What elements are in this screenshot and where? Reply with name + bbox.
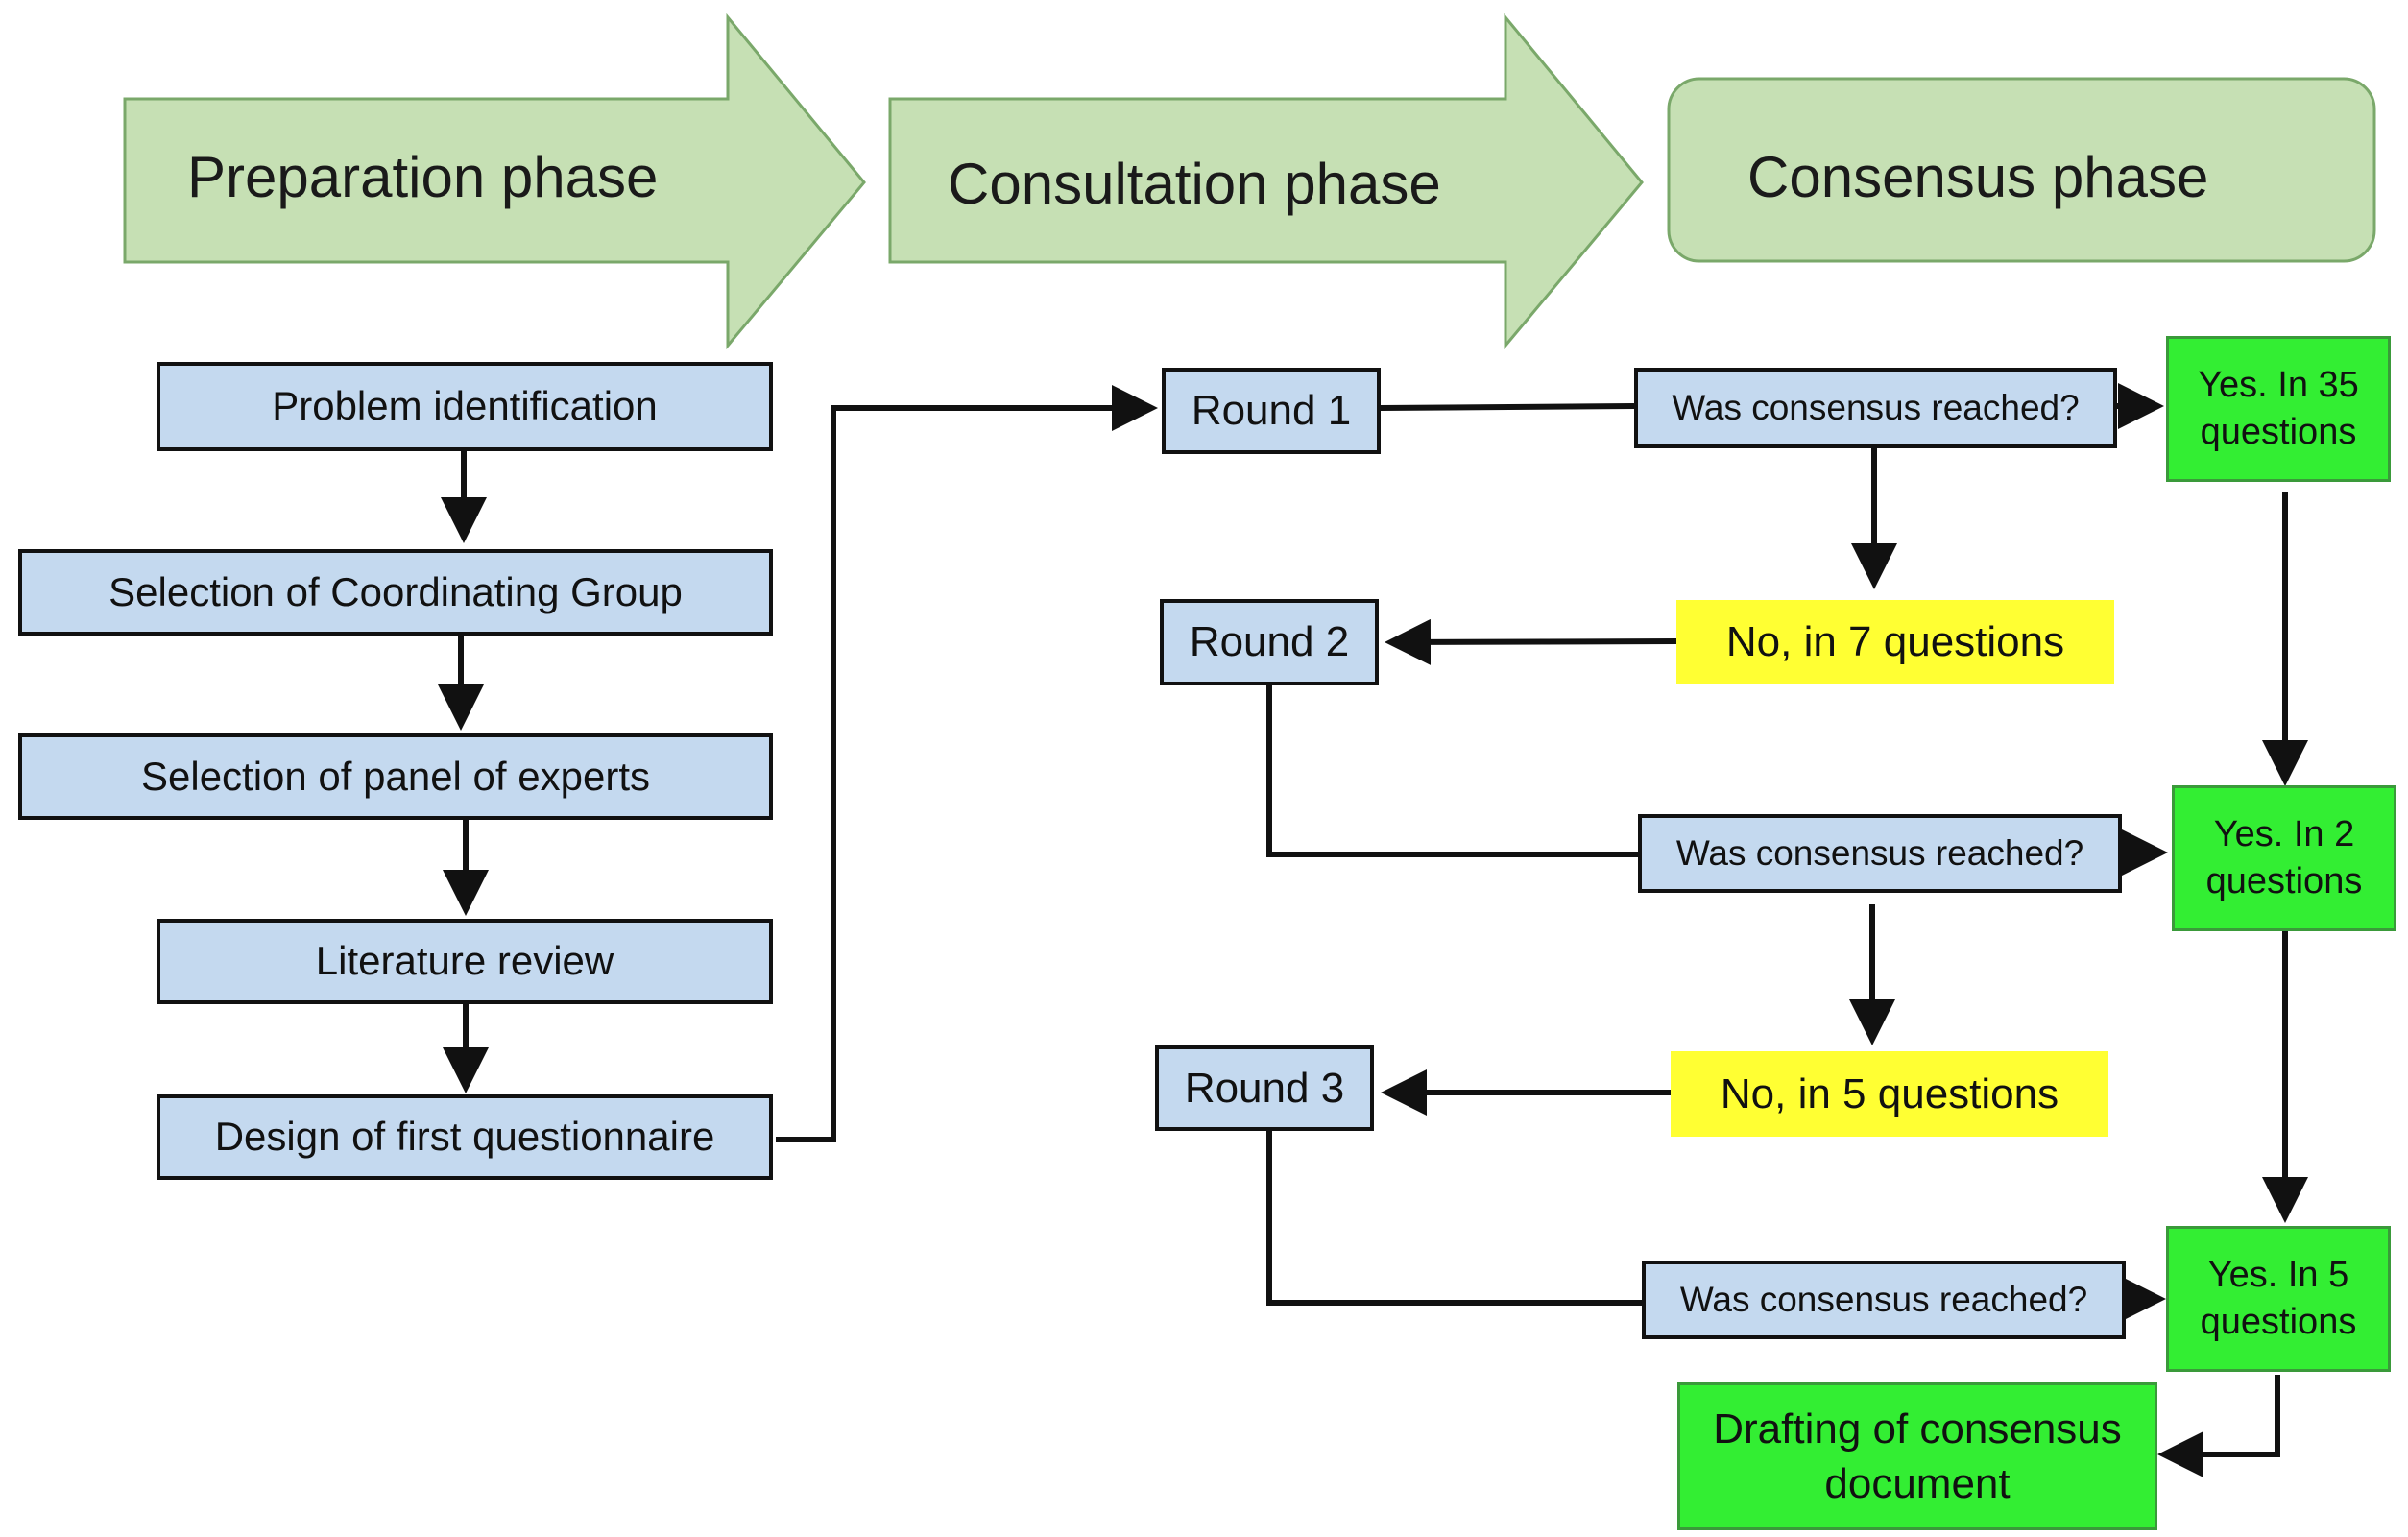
round-2: Round 2 bbox=[1160, 599, 1379, 685]
connector-round2-question2 bbox=[1266, 685, 1638, 857]
yes-result-3: Yes. In 5 questions bbox=[2166, 1226, 2391, 1372]
step-first-questionnaire: Design of first questionnaire bbox=[157, 1094, 773, 1180]
step-literature-review: Literature review bbox=[157, 919, 773, 1004]
final-consensus-document: Drafting of consensus document bbox=[1677, 1382, 2157, 1530]
consultation-phase-arrow bbox=[888, 12, 1644, 350]
round-1: Round 1 bbox=[1162, 368, 1381, 454]
no-result-2: No, in 5 questions bbox=[1671, 1051, 2108, 1137]
connector-yes3-final bbox=[2157, 1375, 2280, 1477]
connector-round3-question3 bbox=[1266, 1131, 1642, 1306]
preparation-phase-arrow bbox=[123, 12, 866, 350]
consensus-phase-box bbox=[1667, 77, 2376, 263]
round-3: Round 3 bbox=[1155, 1045, 1374, 1131]
yes-result-2: Yes. In 2 questions bbox=[2172, 785, 2396, 931]
step-problem-identification: Problem identification bbox=[157, 362, 773, 451]
consensus-phase-label: Consensus phase bbox=[1747, 145, 2209, 209]
question-round-3: Was consensus reached? bbox=[1642, 1261, 2126, 1339]
connector-round1-question1 bbox=[1380, 403, 1635, 411]
question-round-1: Was consensus reached? bbox=[1634, 368, 2117, 448]
step-panel-of-experts: Selection of panel of experts bbox=[18, 733, 773, 820]
step-coordinating-group: Selection of Coordinating Group bbox=[18, 549, 773, 636]
connector-questionnaire-round1 bbox=[776, 385, 1158, 1142]
no-result-1: No, in 7 questions bbox=[1676, 600, 2114, 684]
yes-result-1: Yes. In 35 questions bbox=[2166, 336, 2391, 482]
question-round-2: Was consensus reached? bbox=[1638, 814, 2122, 893]
consultation-phase-label: Consultation phase bbox=[948, 152, 1441, 216]
connector-no1-round2 bbox=[1385, 618, 1677, 665]
preparation-phase-label: Preparation phase bbox=[187, 145, 659, 209]
